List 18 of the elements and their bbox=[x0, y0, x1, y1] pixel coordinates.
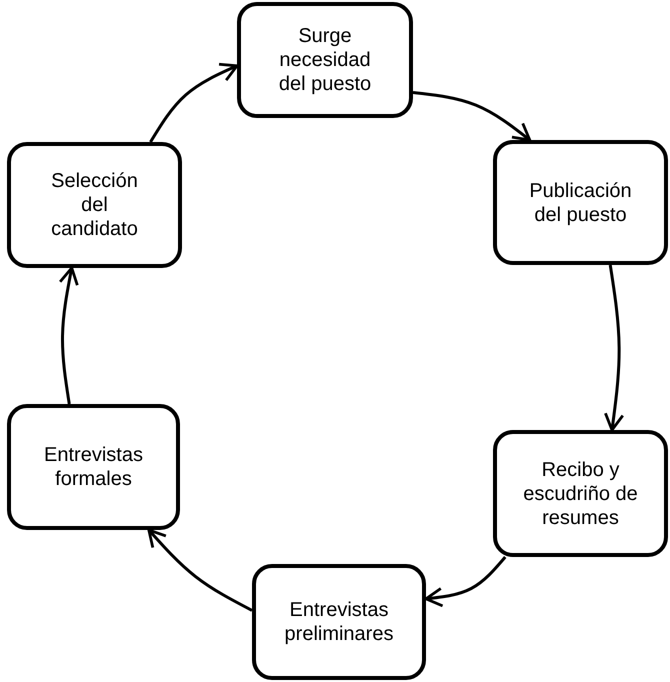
arrow bbox=[147, 528, 253, 612]
process-box bbox=[7, 404, 180, 530]
arrow bbox=[424, 556, 506, 608]
arrow bbox=[604, 264, 624, 432]
process-box bbox=[237, 2, 413, 118]
arrow bbox=[58, 266, 79, 404]
step-label: Selección del candidato bbox=[50, 169, 139, 241]
step-label: Surge necesidad del puesto bbox=[278, 24, 372, 96]
process-box bbox=[7, 142, 182, 268]
step-label: Recibo y escudriño de resumes bbox=[522, 458, 638, 530]
arrow bbox=[149, 62, 238, 143]
step-label: Entrevistas preliminares bbox=[284, 598, 394, 646]
process-box bbox=[493, 140, 668, 265]
step-label: Publicación del puesto bbox=[528, 178, 633, 226]
process-box bbox=[252, 564, 426, 680]
step-label: Entrevistas formales bbox=[43, 443, 144, 491]
process-box bbox=[493, 430, 668, 557]
arrow bbox=[412, 90, 532, 142]
